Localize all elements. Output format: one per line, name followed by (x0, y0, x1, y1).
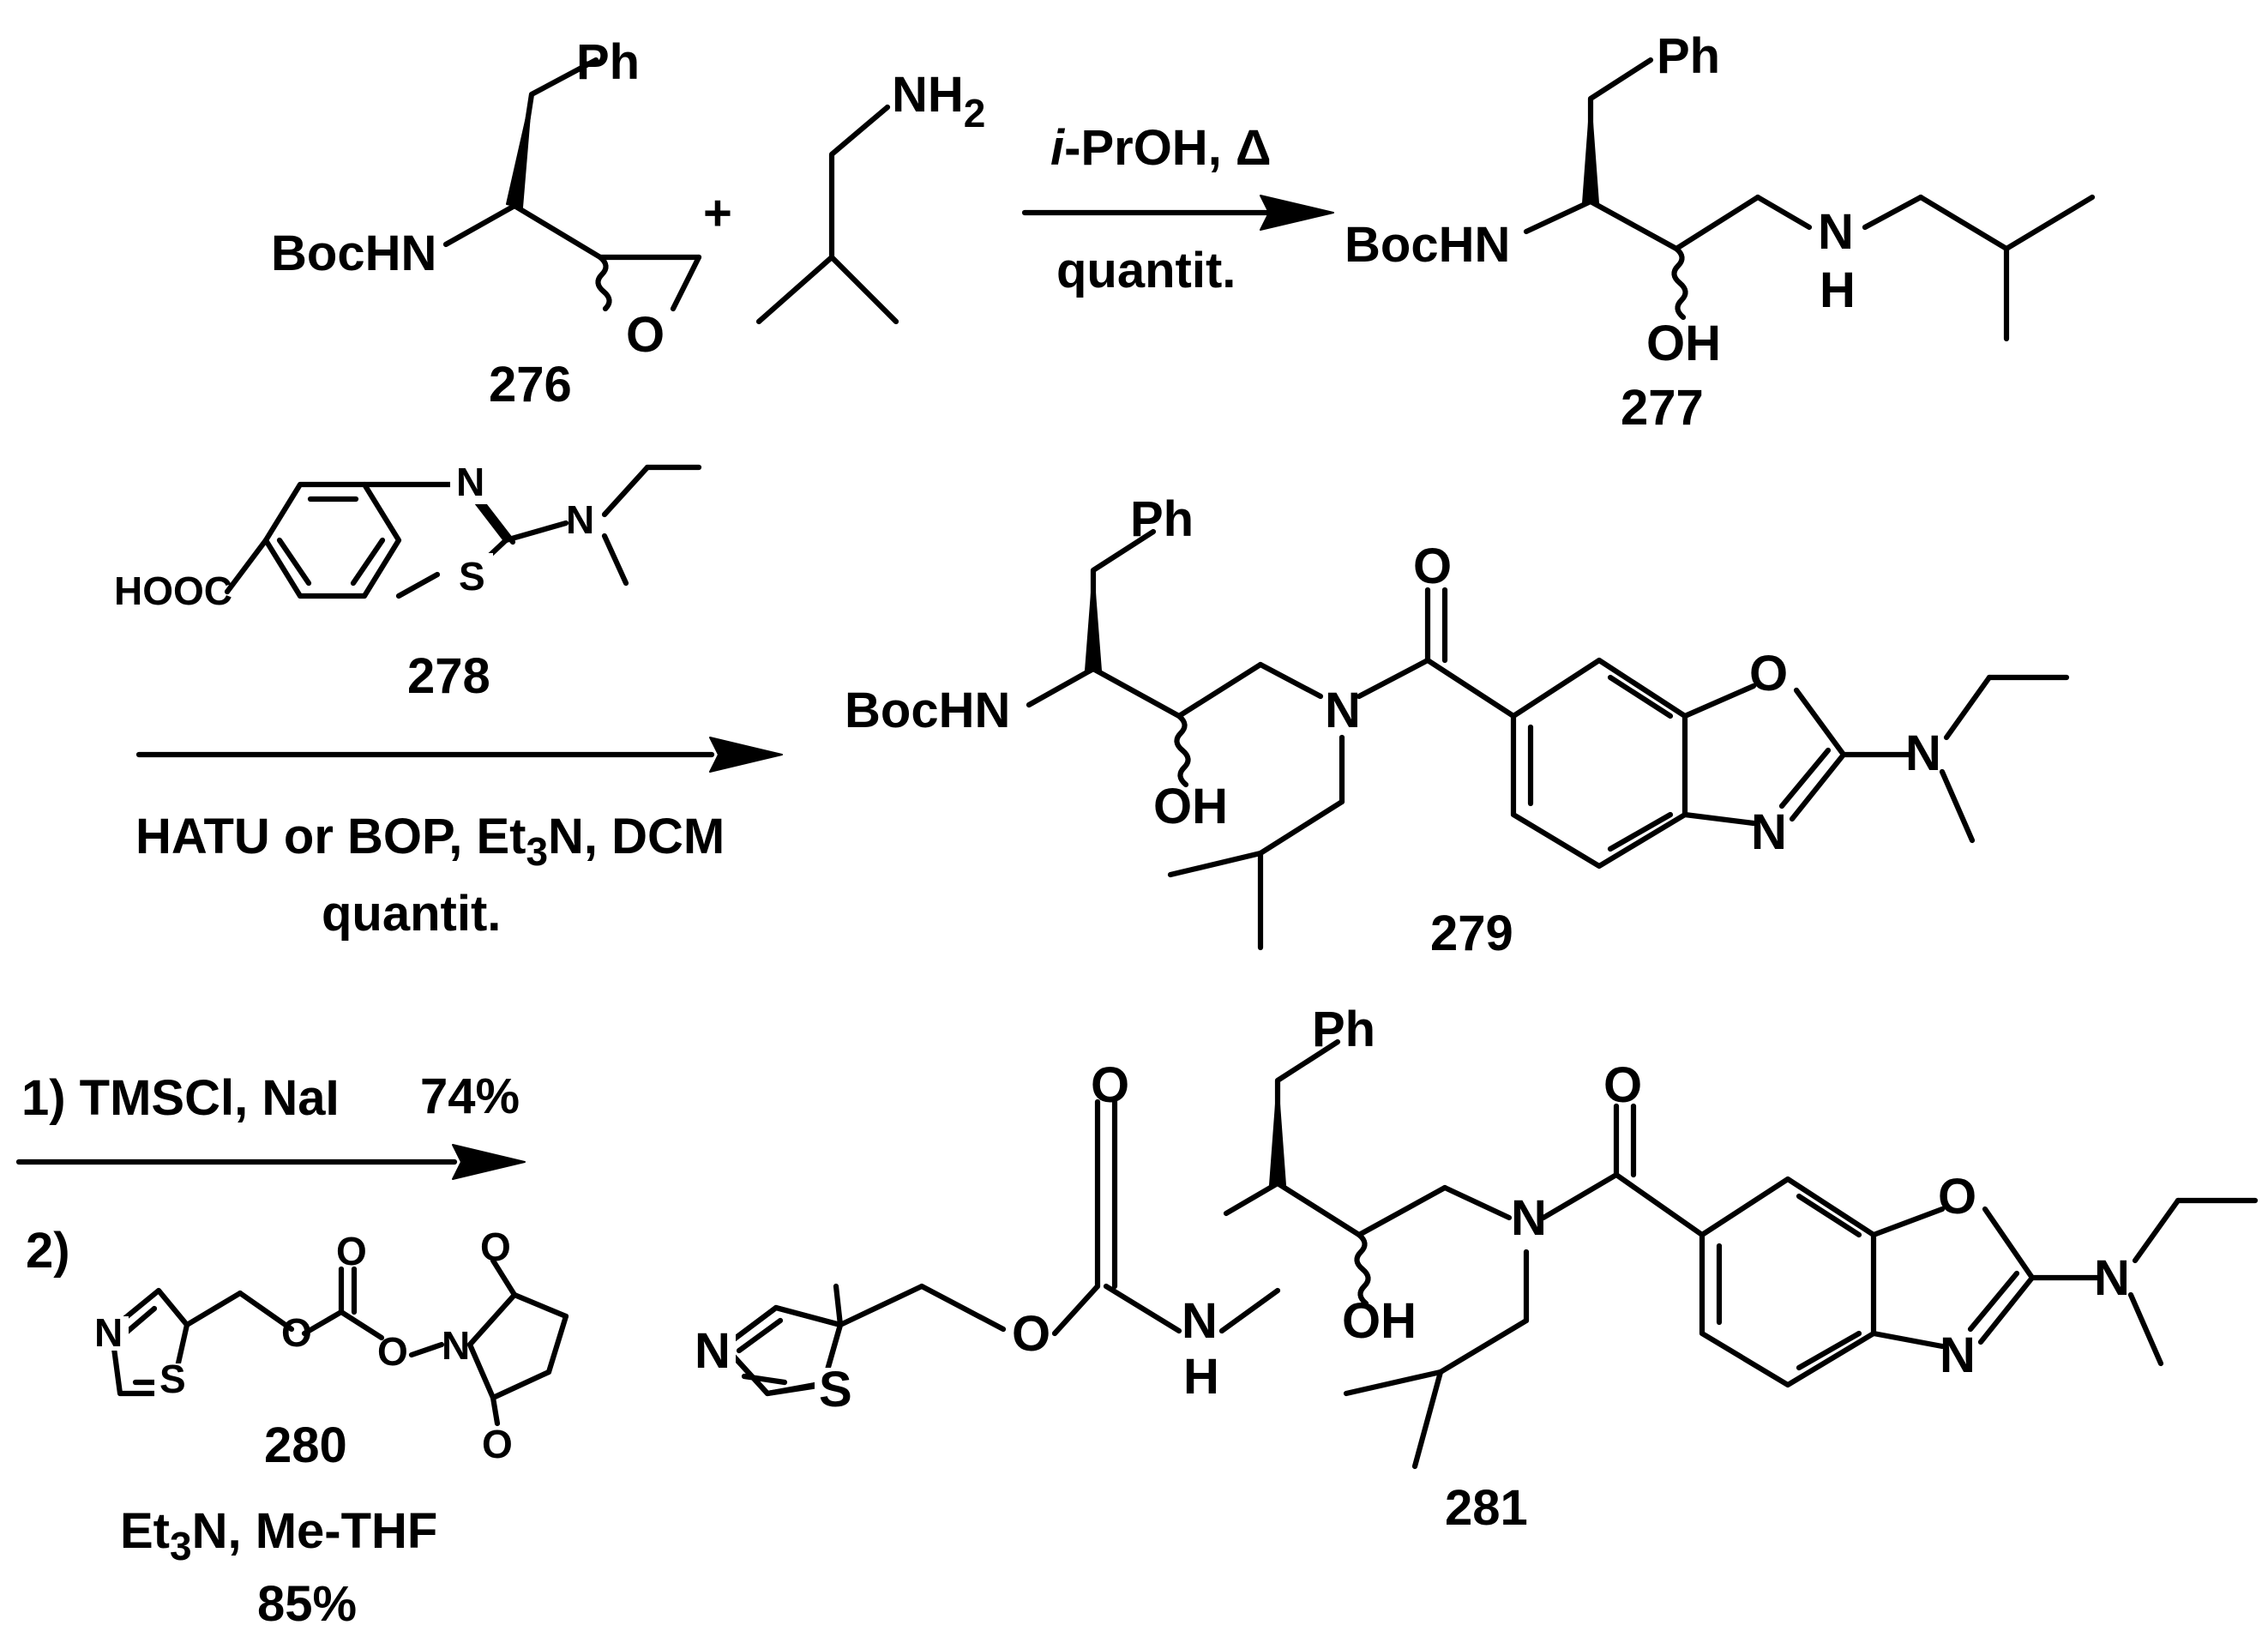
bochn-label: BocHN (845, 683, 1010, 738)
carbamate-h-label: H (1183, 1349, 1219, 1405)
carbamate-carbonyl-o-label: O (1091, 1057, 1129, 1113)
n-oxy-o-label: O (377, 1329, 408, 1374)
carboxylic-acid-label: HOOC (114, 569, 232, 613)
bochn-label: BocHN (1345, 217, 1510, 273)
thiazole-s-label: S (159, 1357, 186, 1401)
arrow-step-2 (135, 737, 783, 773)
step-2-yield: quantit. (322, 886, 501, 942)
epoxide-oxygen-label: O (626, 307, 665, 363)
oxazole-o-label: O (1938, 1169, 1976, 1225)
compound-281-label: 281 (1445, 1480, 1528, 1536)
amide-n-label: N (1325, 683, 1361, 738)
step-3-reagent-1: 1) TMSCl, NaI (21, 1070, 340, 1126)
step-1-solvent: i-PrOH, Δ (1050, 120, 1272, 176)
carbonyl-o-label: O (336, 1229, 367, 1273)
carbonyl-o-label: O (1413, 539, 1452, 594)
phenyl-label: Ph (576, 34, 640, 90)
thiazole-n-label: N (456, 460, 484, 504)
thiazole-s-label: S (819, 1362, 852, 1417)
hydroxyl-label: OH (1153, 779, 1228, 834)
amide-n-label: N (1511, 1190, 1547, 1246)
phenyl-label: Ph (1130, 491, 1194, 547)
step-2-reagents: HATU or BOP, Et3N, DCM (135, 809, 725, 874)
succinimide-o-bottom-label: O (482, 1422, 513, 1466)
carbamate-n-label: N (1182, 1293, 1218, 1349)
compound-280-label: 280 (264, 1417, 347, 1473)
amide-carbonyl-o-label: O (1603, 1057, 1642, 1113)
thiazole-n-label: N (94, 1310, 123, 1355)
step-3-yield-1: 74% (420, 1068, 520, 1124)
arrow-step-3 (15, 1144, 526, 1180)
phenyl-label: Ph (1657, 28, 1720, 84)
oxazole-n-label: N (1940, 1327, 1976, 1383)
thiazole-n-label: N (695, 1323, 731, 1379)
compound-277-structure: Ph BocHN N H OH (1345, 28, 2096, 371)
ester-o-label: O (281, 1310, 312, 1355)
amine-nh2-label: NH2 (892, 67, 985, 135)
isobutylamine-structure: NH2 (755, 67, 985, 325)
hydroxyl-label: OH (1646, 316, 1721, 371)
amino-n-label: N (2094, 1250, 2130, 1306)
compound-276-label: 276 (489, 357, 572, 412)
step-1-yield: quantit. (1056, 243, 1236, 298)
succinimide-o-top-label: O (480, 1225, 511, 1269)
carbamate-o-label: O (1012, 1306, 1050, 1362)
compound-279-structure: Ph BocHN N O OH O N N (845, 491, 2070, 951)
oxazole-n-label: N (1751, 804, 1787, 860)
step-3-yield-2: 85% (257, 1576, 357, 1632)
succinimide-n-label: N (442, 1323, 470, 1368)
compound-278-label: 278 (407, 648, 490, 704)
thiazole-s-label: S (459, 554, 485, 599)
compound-277-label: 277 (1621, 380, 1704, 436)
plus-sign: + (703, 185, 732, 241)
oxazole-o-label: O (1749, 646, 1788, 701)
amino-n-label: N (1905, 725, 1941, 781)
amine-h-label: H (1820, 262, 1856, 318)
compound-278-structure: N S N HOOC (114, 460, 702, 613)
amino-n-label: N (566, 497, 594, 542)
arrow-step-1 (1021, 195, 1334, 231)
compound-279-label: 279 (1430, 906, 1513, 961)
compound-281-structure: N S O O N H Ph OH N O O N N (693, 1002, 2259, 1470)
step-3-reagent-2: Et3N, Me-THF (120, 1503, 437, 1568)
phenyl-label: Ph (1312, 1002, 1375, 1057)
amine-n-label: N (1818, 204, 1854, 260)
bochn-label: BocHN (271, 226, 436, 281)
compound-276-structure: Ph BocHN O (271, 34, 702, 363)
compound-280-structure: N S O O O N O O (94, 1225, 569, 1466)
step-3-label-2: 2) (26, 1223, 70, 1279)
hydroxyl-label: OH (1342, 1293, 1417, 1349)
